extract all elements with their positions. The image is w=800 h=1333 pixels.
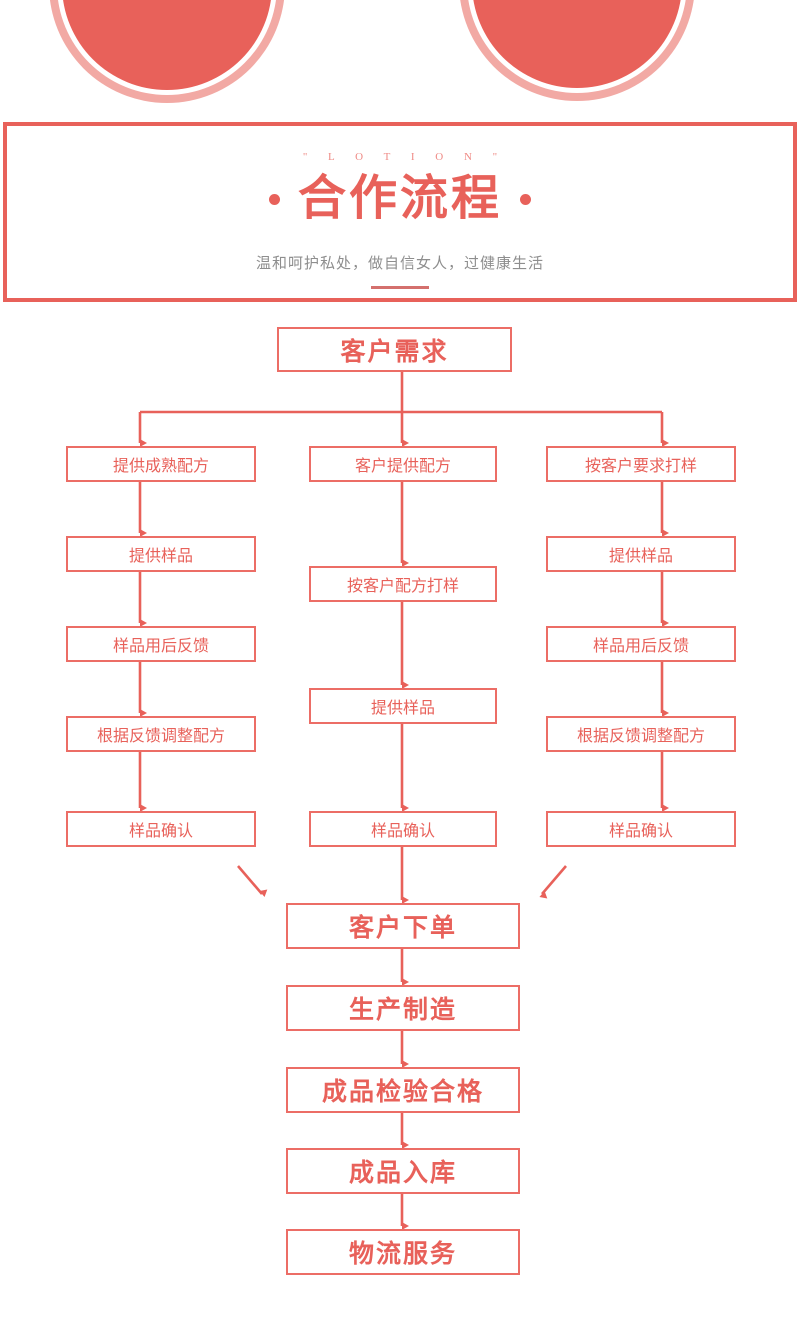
flow-node-left-2[interactable]: 提供样品 bbox=[66, 536, 256, 572]
flow-node-right-2[interactable]: 提供样品 bbox=[546, 536, 736, 572]
flow-node-left-5[interactable]: 样品确认 bbox=[66, 811, 256, 847]
page-subtitle: 温和呵护私处，做自信女人，过健康生活 bbox=[255, 255, 544, 272]
flow-node-label: 客户下单 bbox=[348, 914, 457, 942]
flow-node-label: 样品确认 bbox=[608, 823, 673, 840]
flow-node-label: 生产制造 bbox=[348, 996, 457, 1024]
flow-node-label: 成品检验合格 bbox=[321, 1078, 484, 1106]
flow-node-label: 根据反馈调整配方 bbox=[576, 728, 705, 745]
flow-node-label: 样品确认 bbox=[128, 823, 193, 840]
subtitle-divider bbox=[371, 286, 429, 289]
flow-node-label: 提供成熟配方 bbox=[112, 458, 209, 475]
eyebrow-label: " L O T I O N " bbox=[302, 151, 507, 163]
flow-node-label: 提供样品 bbox=[370, 700, 435, 717]
flow-node-left-3[interactable]: 样品用后反馈 bbox=[66, 626, 256, 662]
title-frame: " L O T I O N " 合作流程 温和呵护私处，做自信女人，过健康生活 bbox=[3, 122, 797, 302]
flow-node-label: 提供样品 bbox=[128, 548, 193, 565]
flow-node-label: 样品用后反馈 bbox=[112, 638, 209, 655]
flow-node-label: 物流服务 bbox=[348, 1240, 457, 1268]
flow-node-center-3[interactable]: 提供样品 bbox=[309, 688, 497, 724]
flow-node-center-1[interactable]: 客户提供配方 bbox=[309, 446, 497, 482]
flow-node-label: 根据反馈调整配方 bbox=[96, 728, 225, 745]
flow-node-tail-2[interactable]: 生产制造 bbox=[286, 985, 520, 1031]
flow-node-label: 提供样品 bbox=[608, 548, 673, 565]
flow-node-label: 按客户要求打样 bbox=[584, 458, 697, 475]
page-title: 合作流程 bbox=[7, 172, 793, 225]
flow-node-right-4[interactable]: 根据反馈调整配方 bbox=[546, 716, 736, 752]
flow-node-label: 成品入库 bbox=[348, 1159, 457, 1187]
flow-node-right-5[interactable]: 样品确认 bbox=[546, 811, 736, 847]
flow-node-tail-4[interactable]: 成品入库 bbox=[286, 1148, 520, 1194]
flow-node-label: 客户提供配方 bbox=[354, 458, 451, 475]
flow-node-tail-3[interactable]: 成品检验合格 bbox=[286, 1067, 520, 1113]
title-dot-right-icon bbox=[520, 193, 531, 205]
flow-node-label: 按客户配方打样 bbox=[346, 578, 459, 595]
flow-node-label: 客户需求 bbox=[340, 337, 449, 366]
flow-node-tail-1[interactable]: 客户下单 bbox=[286, 903, 520, 949]
flow-node-label: 样品确认 bbox=[370, 823, 435, 840]
flow-node-right-3[interactable]: 样品用后反馈 bbox=[546, 626, 736, 662]
flow-node-root[interactable]: 客户需求 bbox=[277, 327, 512, 372]
page-title-text: 合作流程 bbox=[297, 172, 502, 225]
flow-node-center-4[interactable]: 样品确认 bbox=[309, 811, 497, 847]
flow-node-left-4[interactable]: 根据反馈调整配方 bbox=[66, 716, 256, 752]
flow-node-label: 样品用后反馈 bbox=[592, 638, 689, 655]
flow-node-right-1[interactable]: 按客户要求打样 bbox=[546, 446, 736, 482]
title-dot-left-icon bbox=[268, 193, 280, 205]
flow-node-tail-5[interactable]: 物流服务 bbox=[286, 1229, 520, 1275]
top-decoration bbox=[0, 0, 800, 110]
flow-node-center-2[interactable]: 按客户配方打样 bbox=[309, 566, 497, 602]
flow-node-left-1[interactable]: 提供成熟配方 bbox=[66, 446, 256, 482]
